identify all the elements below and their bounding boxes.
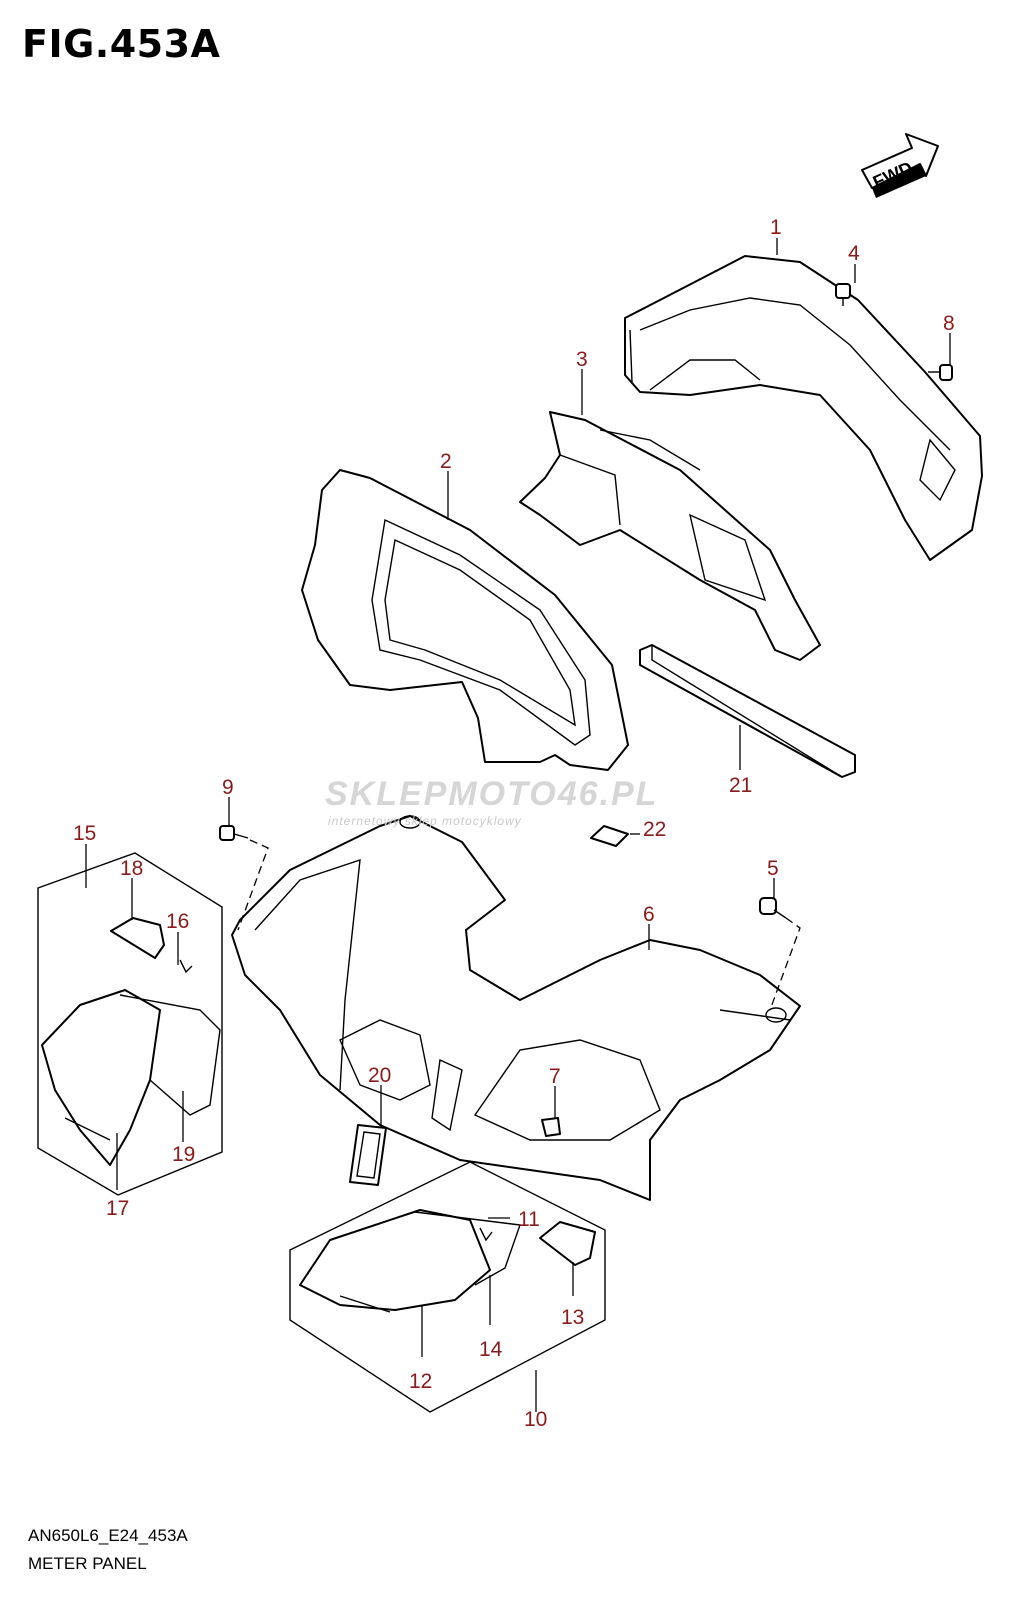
callout-5: 5 — [767, 857, 779, 880]
callout-19: 19 — [172, 1143, 195, 1166]
callout-1: 1 — [770, 216, 782, 239]
figure-code: AN650L6_E24_453A — [28, 1526, 188, 1545]
callout-6: 6 — [643, 903, 655, 926]
screw-8-icon — [928, 364, 953, 381]
callouts: 1 2 3 4 5 6 7 8 9 10 11 12 13 14 15 16 1… — [73, 216, 955, 1431]
leader-lines — [85, 238, 951, 1412]
dash-9 — [237, 839, 269, 931]
part-1-upper-cover — [624, 255, 983, 561]
watermark-subtitle: internetowy sklep motocyklowy — [328, 814, 522, 828]
screw-9-icon — [219, 825, 249, 841]
part-2-meter-bezel — [301, 469, 629, 771]
callout-2: 2 — [440, 450, 452, 473]
group-15-box — [37, 852, 223, 1196]
part-21-strip — [639, 644, 856, 778]
figure-title: FIG.453A — [22, 22, 221, 66]
watermark: SKLEPMOTO46.PL — [325, 775, 659, 813]
figure-caption: METER PANEL — [28, 1554, 147, 1573]
callout-15: 15 — [73, 822, 96, 845]
part-6-lower-panel — [231, 815, 801, 1201]
clip-7-icon — [541, 1117, 561, 1137]
callout-14: 14 — [479, 1338, 503, 1361]
fastener-4-icon — [835, 283, 851, 306]
dash-5 — [769, 917, 801, 1011]
callout-13: 13 — [561, 1306, 584, 1329]
callout-18: 18 — [120, 857, 143, 880]
callout-3: 3 — [576, 348, 588, 371]
callout-4: 4 — [848, 242, 860, 265]
callout-10: 10 — [524, 1408, 547, 1431]
callout-16: 16 — [166, 910, 189, 933]
callout-9: 9 — [222, 776, 234, 799]
callout-21: 21 — [729, 774, 752, 797]
callout-12: 12 — [409, 1370, 432, 1393]
screw-5-icon — [759, 897, 787, 919]
callout-8: 8 — [943, 312, 955, 335]
callout-11: 11 — [518, 1208, 540, 1231]
callout-17: 17 — [106, 1197, 129, 1220]
part-20-cover — [349, 1124, 387, 1186]
part-3-inner-panel — [519, 411, 821, 661]
callout-20: 20 — [368, 1064, 391, 1087]
fwd-arrow-icon: FWD — [861, 133, 939, 198]
callout-7: 7 — [549, 1065, 561, 1088]
group-10-box — [289, 1161, 606, 1413]
callout-22: 22 — [643, 818, 666, 841]
part-22-label — [590, 825, 629, 847]
